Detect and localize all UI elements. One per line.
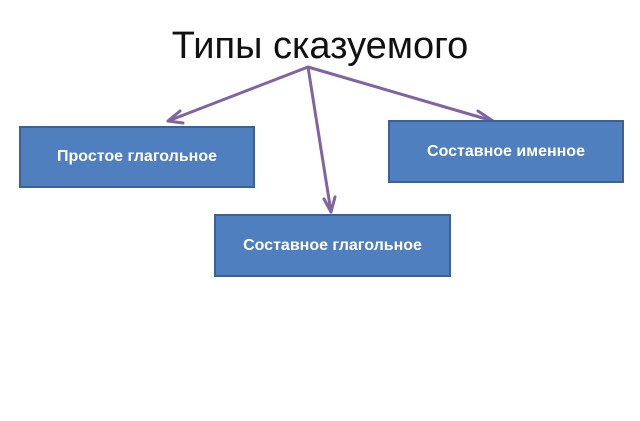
node-simple-verbal-label: Простое глагольное: [57, 148, 217, 165]
node-compound-nominal-label: Составное именное: [427, 142, 585, 160]
node-simple-verbal: Простое глагольное: [19, 126, 255, 188]
node-compound-verbal: Составное глагольное: [214, 214, 451, 277]
node-compound-verbal-label: Составное глагольное: [243, 236, 422, 254]
arrow-to-compound-nominal: [306, 65, 495, 123]
node-compound-nominal: Составное именное: [388, 120, 624, 183]
arrow-to-compound-verbal: [306, 65, 333, 214]
diagram-title: Типы сказуемого: [171, 25, 469, 67]
arrow-to-simple: [166, 65, 310, 123]
arrowhead-compound-verbal: [322, 195, 337, 214]
arrowhead-simple: [166, 109, 185, 125]
